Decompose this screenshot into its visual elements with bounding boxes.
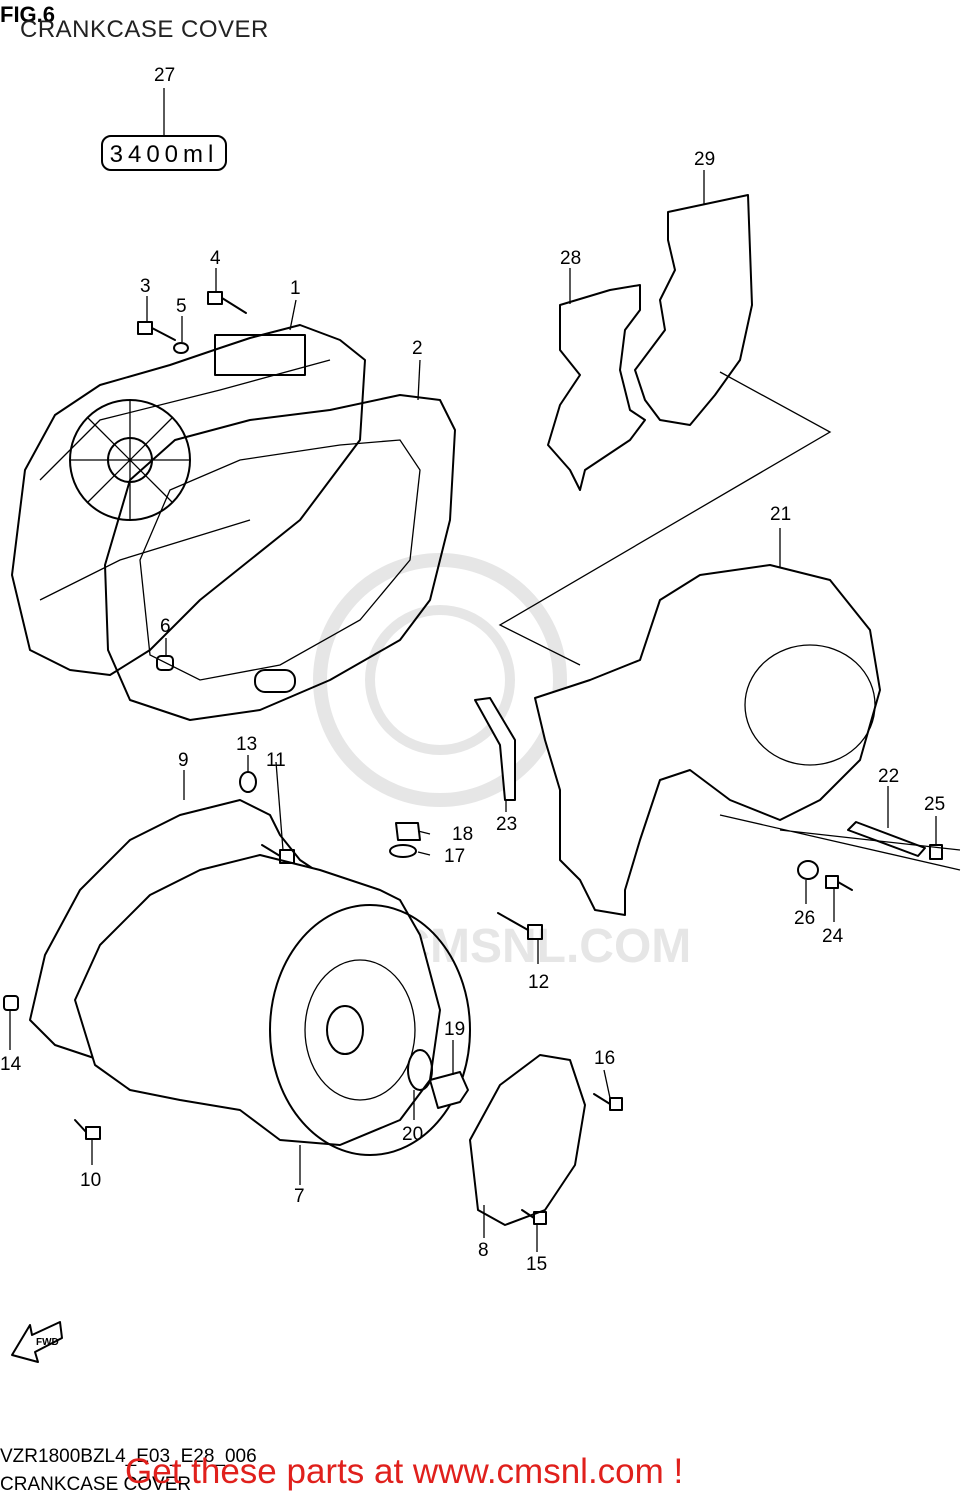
washer-5 (173, 342, 189, 354)
bolt-4 (207, 291, 247, 314)
sealant-label: 3400ml (110, 141, 219, 168)
callout-29: 29 (694, 149, 715, 170)
callout-20: 20 (402, 1124, 423, 1145)
callout-18: 18 (452, 824, 473, 845)
outer-cover-21 (534, 564, 881, 916)
forward-arrow-text: FWD (36, 1337, 59, 1348)
bolt-15 (521, 1209, 547, 1225)
callout-1: 1 (290, 278, 301, 299)
callout-12: 12 (528, 972, 549, 993)
callout-25: 25 (924, 794, 945, 815)
callout-27: 27 (154, 65, 175, 86)
callout-10: 10 (80, 1170, 101, 1191)
callout-22: 22 (878, 766, 899, 787)
washer-17 (389, 844, 417, 858)
callout-2: 2 (412, 338, 423, 359)
callout-13: 13 (236, 734, 257, 755)
callout-3: 3 (140, 276, 151, 297)
cta-link[interactable]: Get these parts at www.cmsnl.com ! (125, 1452, 684, 1491)
crankcase-cover-left (11, 324, 366, 676)
cover-plate-29 (634, 194, 753, 426)
grommet-26 (797, 860, 819, 880)
collar-22 (847, 821, 926, 857)
page-title: CRANKCASE COVER (20, 16, 269, 43)
callout-8: 8 (478, 1240, 489, 1261)
sealant-tube: 3400ml (101, 88, 227, 171)
callout-6: 6 (160, 616, 171, 637)
leader-lines (9, 170, 937, 1252)
callout-17: 17 (444, 846, 465, 867)
callout-16: 16 (594, 1048, 615, 1069)
gasket-13 (239, 771, 257, 793)
callout-9: 9 (178, 750, 189, 771)
callout-14: 14 (0, 1054, 22, 1075)
callout-4: 4 (210, 248, 221, 269)
bolt-12 (497, 912, 543, 940)
callouts: 1 2 3 4 5 6 7 8 9 10 11 12 13 14 15 16 1… (0, 65, 945, 1275)
callout-24: 24 (822, 926, 844, 947)
callout-15: 15 (526, 1254, 547, 1275)
callout-28: 28 (560, 248, 581, 269)
plug-18 (395, 822, 421, 841)
callout-11: 11 (266, 750, 286, 771)
cover-plate-28 (547, 284, 646, 491)
bolt-3 (137, 321, 176, 341)
diagram-name: CRANKCASE COVER (0, 1474, 192, 1495)
figure-number: FIG.6 (0, 2, 56, 27)
callout-26: 26 (794, 908, 815, 929)
dowel-14 (3, 995, 19, 1011)
timing-cover-8 (469, 1054, 586, 1226)
crankcase-cover-7 (74, 854, 441, 1146)
gasket (104, 394, 456, 721)
forward-arrow: FWD (11, 1321, 63, 1363)
callout-23: 23 (496, 814, 517, 835)
bolt-16 (593, 1093, 623, 1111)
bolt-24 (825, 875, 853, 891)
callout-21: 21 (770, 504, 791, 525)
o-ring-20 (407, 1049, 433, 1091)
plug-19 (429, 1071, 469, 1109)
stay-23 (474, 697, 516, 801)
bolt-11 (261, 844, 295, 864)
callout-5: 5 (176, 296, 187, 317)
dowel-pin-6 (156, 655, 174, 671)
diagram-code: VZR1800BZL4_E03_E28_006 (0, 1446, 257, 1467)
callout-7: 7 (294, 1186, 305, 1207)
bolt-10 (74, 1119, 101, 1140)
callout-19: 19 (444, 1019, 465, 1040)
